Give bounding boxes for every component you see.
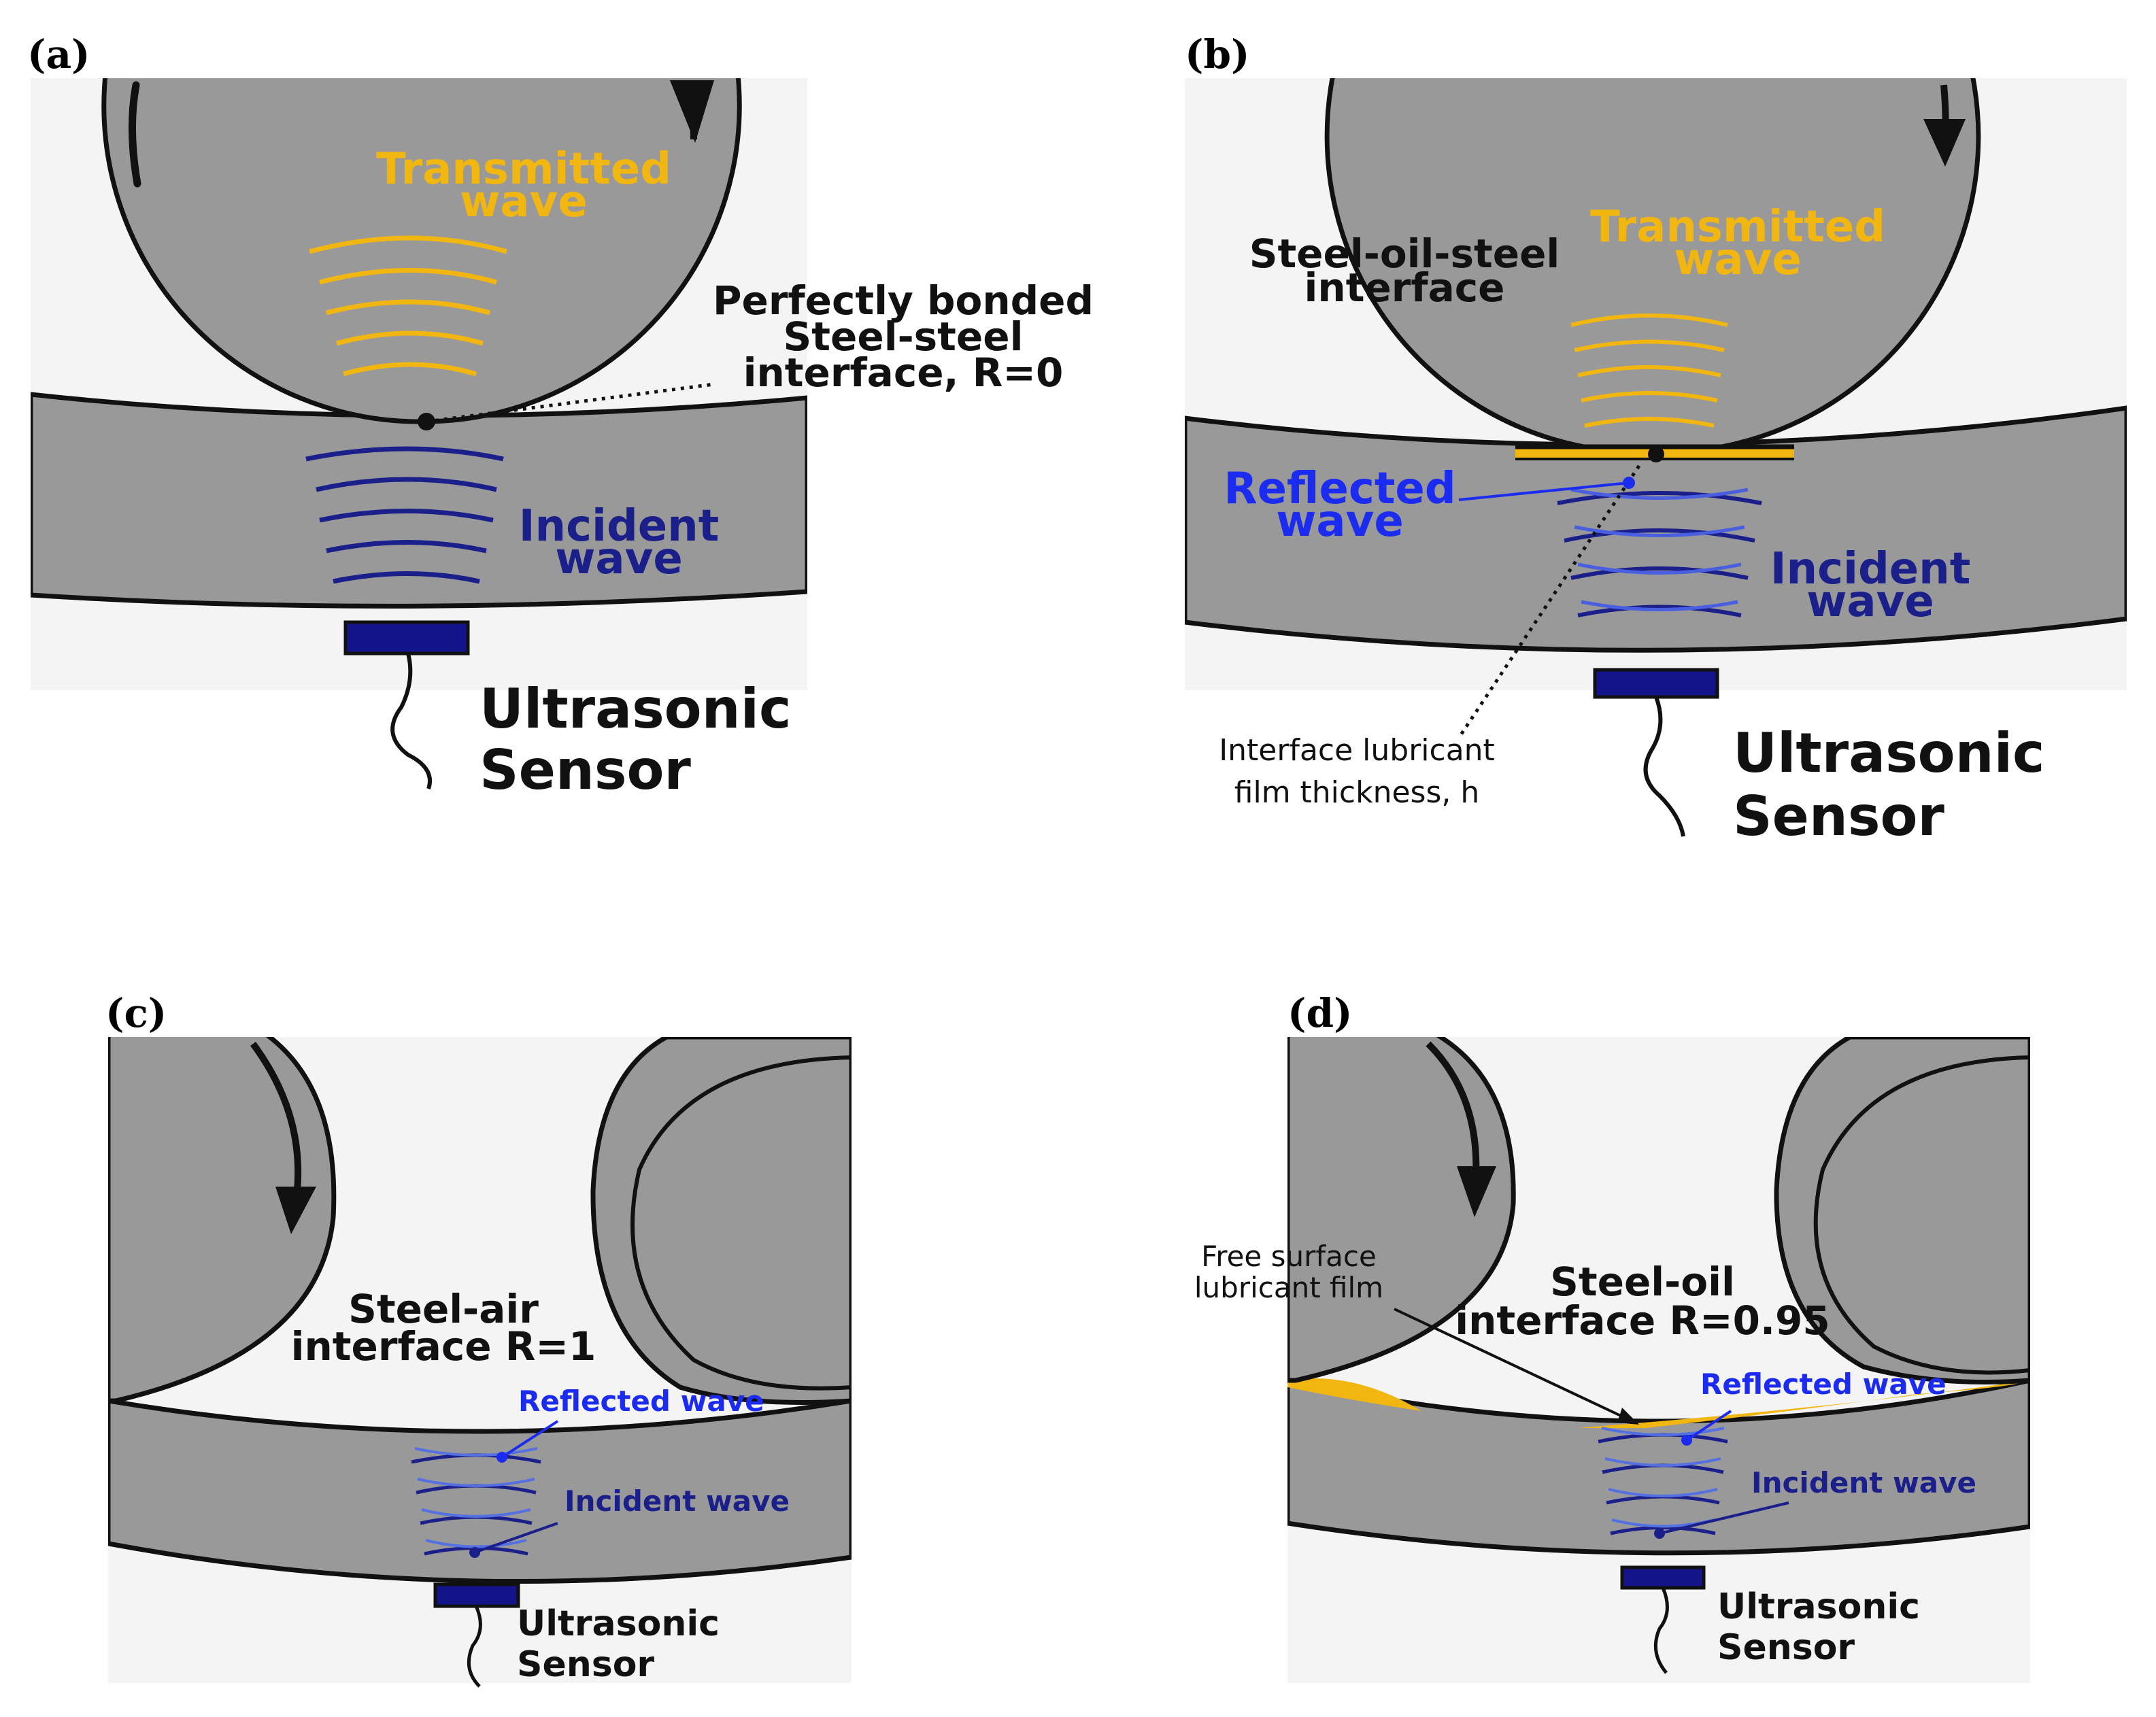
panel-c: (c) Steel-air interface R=1 Reflected wa… bbox=[105, 990, 852, 1688]
steel-plate-a bbox=[31, 392, 807, 609]
arrowhead-icon-a bbox=[670, 80, 714, 143]
reflected-leader-b bbox=[1458, 481, 1630, 501]
interface-label-b-2: interface bbox=[1304, 265, 1505, 311]
panel-label-b: (b) bbox=[1185, 31, 1249, 78]
incident-label-d: Incident wave bbox=[1751, 1466, 1976, 1499]
rotation-arrow-a bbox=[128, 81, 141, 188]
interface-label-a-2: Steel-steel bbox=[784, 313, 1024, 360]
reflected-waves-c bbox=[414, 1447, 538, 1548]
sensor-label-a-2: Sensor bbox=[479, 738, 691, 802]
reflected-waves-d bbox=[1601, 1427, 1725, 1528]
sensor-cable-c bbox=[467, 1605, 482, 1688]
film-label-d-1: Free surface bbox=[1201, 1240, 1377, 1273]
interface-label-d-1: Steel-oil bbox=[1550, 1259, 1735, 1305]
reflected-label-b-2: wave bbox=[1276, 496, 1403, 547]
film-label-b-2: film thickness, h bbox=[1234, 775, 1480, 810]
panel-a: (a) Transmitted wave Perfectly bonded St… bbox=[27, 31, 1094, 802]
transmitted-label-a-2: wave bbox=[460, 177, 587, 227]
right-roller-outer-d bbox=[1774, 1037, 2030, 1384]
steel-plate-c bbox=[108, 1398, 852, 1584]
right-roller-outer-c bbox=[590, 1037, 852, 1405]
rotation-arrow-c bbox=[250, 1042, 302, 1197]
reflected-label-b-1: Reflected bbox=[1224, 464, 1455, 514]
panel-b: (b) Transmitted wave Steel-oil-steel int… bbox=[1185, 31, 2127, 848]
transmitted-waves-a bbox=[309, 235, 507, 377]
sensor-label-b-2: Sensor bbox=[1733, 785, 1944, 848]
film-label-b-1: Interface lubricant bbox=[1219, 733, 1495, 768]
sensor-label-d-2: Sensor bbox=[1717, 1627, 1855, 1668]
incident-waves-b bbox=[1557, 491, 1762, 617]
reflected-leader-d bbox=[1685, 1410, 1732, 1442]
transmitted-waves-b bbox=[1570, 313, 1728, 428]
arrowhead-icon-d bbox=[1457, 1166, 1496, 1217]
arrowhead-icon-b bbox=[1923, 119, 1966, 167]
ultrasonic-sensor-b bbox=[1593, 668, 1719, 699]
film-arrowhead-icon-d bbox=[1617, 1408, 1639, 1425]
incident-leader-c bbox=[474, 1522, 558, 1554]
interface-label-a-3: interface, R=0 bbox=[743, 350, 1064, 396]
interface-label-b-1: Steel-oil-steel bbox=[1249, 231, 1560, 277]
right-roller-inner-d bbox=[1813, 1055, 2030, 1375]
interface-label-d-2: interface R=0.95 bbox=[1455, 1297, 1830, 1344]
sensor-label-c-2: Sensor bbox=[517, 1644, 654, 1685]
leader-line-a bbox=[426, 382, 715, 424]
left-roller-d bbox=[1287, 1037, 1516, 1383]
ultrasonic-sensor-a bbox=[343, 620, 470, 656]
panel-d: (d) Free surface lubricant film Steel-oi… bbox=[1194, 990, 2030, 1683]
film-leader-d bbox=[1394, 1308, 1633, 1423]
ultrasonic-sensor-d bbox=[1620, 1565, 1706, 1590]
reflected-label-d: Reflected wave bbox=[1700, 1367, 1947, 1401]
ultrasonic-sensor-c bbox=[433, 1582, 520, 1608]
sensor-cable-d bbox=[1653, 1587, 1669, 1674]
incident-leader-d bbox=[1659, 1501, 1789, 1535]
right-roller-inner-c bbox=[630, 1055, 852, 1391]
incident-label-b-1: Incident bbox=[1770, 544, 1971, 594]
reflected-waves-b bbox=[1570, 488, 1749, 611]
incident-label-c: Incident wave bbox=[565, 1484, 790, 1518]
lubricant-left-d bbox=[1287, 1378, 1421, 1411]
incident-label-b-2: wave bbox=[1806, 577, 1934, 627]
transmitted-label-a-1: Transmitted bbox=[376, 144, 671, 194]
interface-label-a-1: Perfectly bonded bbox=[713, 277, 1094, 324]
rotation-arrow-d bbox=[1426, 1041, 1480, 1177]
arrowhead-icon-c bbox=[275, 1187, 316, 1234]
transmitted-label-b-1: Transmitted bbox=[1590, 202, 1885, 252]
sensor-cable-b bbox=[1643, 696, 1685, 837]
panel-label-a: (a) bbox=[27, 31, 90, 78]
interface-label-c-2: interface R=1 bbox=[291, 1323, 596, 1370]
sensor-cable-a bbox=[390, 653, 432, 789]
panel-label-d: (d) bbox=[1287, 990, 1352, 1036]
incident-label-a-1: Incident bbox=[519, 501, 720, 551]
left-roller-c bbox=[108, 1037, 337, 1404]
sensor-label-d-1: Ultrasonic bbox=[1717, 1586, 1920, 1627]
incident-label-a-2: wave bbox=[555, 534, 682, 584]
sensor-label-a-1: Ultrasonic bbox=[479, 677, 791, 741]
film-label-d-2: lubricant film bbox=[1194, 1271, 1383, 1304]
sensor-label-c-1: Ultrasonic bbox=[517, 1603, 720, 1644]
panel-label-c: (c) bbox=[105, 990, 167, 1036]
film-leader-b bbox=[1457, 464, 1641, 739]
sensor-label-b-1: Ultrasonic bbox=[1733, 721, 2044, 785]
incident-waves-a bbox=[305, 446, 504, 584]
reflected-label-c: Reflected wave bbox=[518, 1384, 764, 1418]
contact-point-b bbox=[1648, 446, 1664, 462]
transmitted-label-b-2: wave bbox=[1674, 235, 1801, 285]
interface-label-c-1: Steel-air bbox=[348, 1286, 539, 1332]
reflected-leader-c bbox=[501, 1420, 559, 1459]
